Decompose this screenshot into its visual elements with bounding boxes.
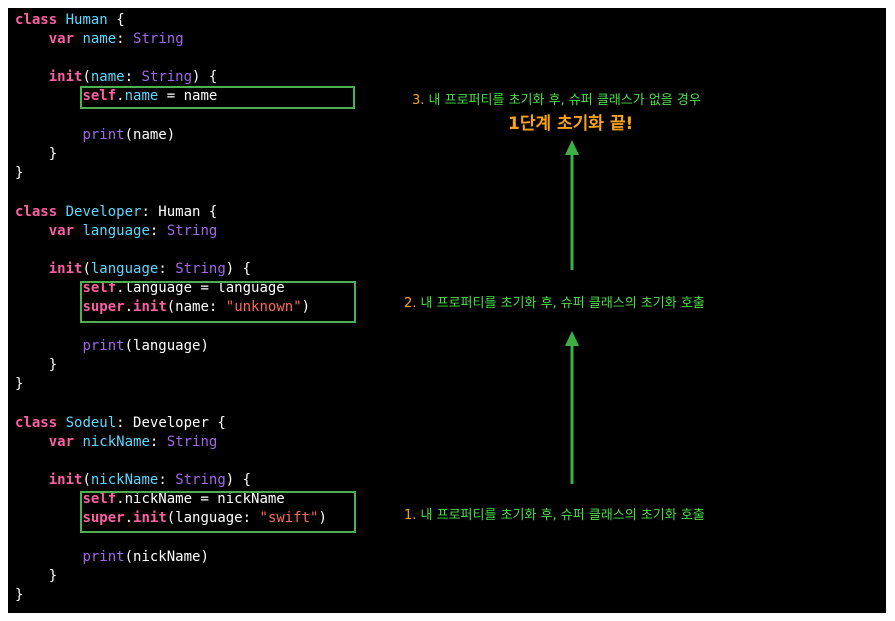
keyword: init [48, 261, 83, 278]
assignment: = name [158, 88, 218, 105]
property-name: name [124, 88, 159, 105]
function-name: print [82, 337, 125, 354]
type-name: String [175, 261, 226, 278]
call-args: (name) [124, 126, 176, 143]
brace: } [48, 356, 58, 373]
human-class-code: class Human { var name: String init(name… [15, 11, 217, 183]
brace: } [15, 164, 24, 181]
step-text: 내 프로퍼티를 초기화 후, 슈퍼 클래스의 초기화 호출 [420, 508, 705, 523]
colon: : [149, 434, 159, 451]
colon: : [149, 223, 159, 240]
call-args: (language: [166, 510, 260, 527]
paren: ) [318, 510, 327, 527]
property-name: name [82, 31, 117, 48]
paren: ) { [225, 261, 252, 278]
keyword: self [82, 280, 117, 297]
string-literal: "swift" [259, 510, 319, 527]
property-name: language [82, 223, 150, 240]
annotation-step-3: 3. 내 프로퍼티를 초기화 후, 슈퍼 클래스가 없을 경우 [412, 89, 701, 108]
brace: } [48, 567, 58, 584]
type-name: String [141, 69, 193, 86]
function-name: print [82, 126, 125, 143]
string-literal: "unknown" [225, 299, 302, 316]
annotation-step-1: 1. 내 프로퍼티를 초기화 후, 슈퍼 클래스의 초기화 호출 [404, 504, 705, 523]
keyword: var [48, 223, 75, 240]
highlight-box-human-init [80, 86, 355, 109]
up-arrow-bottom [565, 331, 579, 484]
assignment: .language = language [116, 280, 285, 297]
brace: { [116, 12, 125, 28]
sodeul-class-code: class Sodeul: Developer { var nickName: … [15, 414, 327, 605]
keyword: var [48, 31, 75, 48]
type-name: String [133, 31, 184, 48]
keyword: self [82, 88, 117, 105]
type-name: String [166, 434, 218, 451]
step-text: 내 프로퍼티를 초기화 후, 슈퍼 클래스가 없을 경우 [428, 93, 701, 108]
step-text: 내 프로퍼티를 초기화 후, 슈퍼 클래스의 초기화 호출 [420, 296, 705, 311]
paren: ( [82, 69, 91, 86]
paren: ( [82, 261, 91, 278]
keyword: init [133, 510, 167, 527]
colon: : [158, 472, 167, 489]
step-number: 2. [404, 296, 417, 311]
highlight-box-developer-init [80, 281, 356, 323]
dot: . [124, 299, 134, 316]
dot: . [116, 88, 125, 105]
keyword: super [82, 510, 125, 527]
keyword: class [15, 12, 58, 28]
brace: } [15, 375, 24, 392]
paren: ) [301, 299, 311, 316]
type-name: String [175, 472, 226, 489]
developer-class-code: class Developer: Human { var language: S… [15, 203, 310, 394]
class-name: Human [65, 12, 108, 28]
type-name: String [166, 223, 218, 240]
paren: ( [82, 472, 91, 489]
annotation-step-3-emphasis: 1단계 초기화 끝! [508, 114, 634, 134]
colon: : [158, 261, 167, 278]
highlight-box-sodeul-init [80, 491, 356, 533]
superclass: : Human { [141, 204, 218, 220]
paren: ) { [225, 472, 252, 489]
brace: } [15, 586, 24, 603]
colon: : [124, 69, 134, 86]
param-name: nickName [90, 472, 159, 489]
keyword: var [48, 434, 75, 451]
class-name: Developer [65, 204, 142, 220]
class-name: Sodeul [65, 415, 117, 431]
step-number: 3. [412, 93, 425, 108]
param-name: language [90, 261, 159, 278]
keyword: self [82, 491, 117, 508]
annotation-step-2: 2. 내 프로퍼티를 초기화 후, 슈퍼 클래스의 초기화 호출 [404, 292, 705, 311]
keyword: init [48, 69, 83, 86]
brace: } [48, 145, 58, 162]
up-arrow-top [565, 140, 579, 270]
assignment: .nickName = nickName [116, 491, 285, 508]
keyword: init [48, 472, 83, 489]
colon: : [116, 31, 125, 48]
function-name: print [82, 548, 125, 565]
param-name: name [90, 69, 125, 86]
keyword: class [15, 204, 58, 220]
call-args: (language) [124, 337, 209, 354]
call-args: (nickName) [124, 548, 209, 565]
call-args: (name: [166, 299, 226, 316]
keyword: super [82, 299, 125, 316]
keyword: init [133, 299, 167, 316]
superclass: : Developer { [116, 415, 226, 431]
property-name: nickName [82, 434, 150, 451]
step-number: 1. [404, 508, 417, 523]
paren: ) { [192, 69, 218, 86]
dot: . [124, 510, 134, 527]
keyword: class [15, 415, 58, 431]
